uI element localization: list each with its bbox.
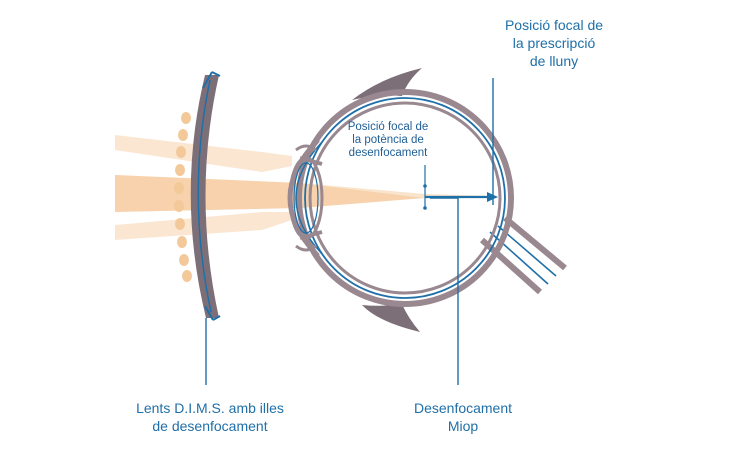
defocus-power-focal-label: Posició focal de la potència de desenfoc… bbox=[347, 121, 429, 159]
beam-main bbox=[115, 175, 425, 212]
myopic-defocus-leader bbox=[430, 197, 459, 385]
far-prescription-focal-label: Posició focal de la prescripció de lluny bbox=[504, 17, 604, 69]
upper-eyelid bbox=[352, 68, 422, 100]
crystalline-lens bbox=[288, 156, 324, 240]
lower-eyelid bbox=[362, 304, 420, 332]
lens-body bbox=[190, 75, 219, 318]
myopic-defocus-label: Desenfocament Miop bbox=[413, 400, 513, 434]
eyeball bbox=[287, 89, 514, 307]
eyelids bbox=[352, 68, 422, 332]
dims-lens bbox=[174, 71, 221, 321]
focal-markers bbox=[205, 78, 498, 385]
dims-lens-label: Lents D.I.M.S. amb illes de desenfocamen… bbox=[136, 400, 284, 434]
arrow-head-icon bbox=[487, 192, 498, 202]
lens-islets bbox=[174, 112, 192, 282]
